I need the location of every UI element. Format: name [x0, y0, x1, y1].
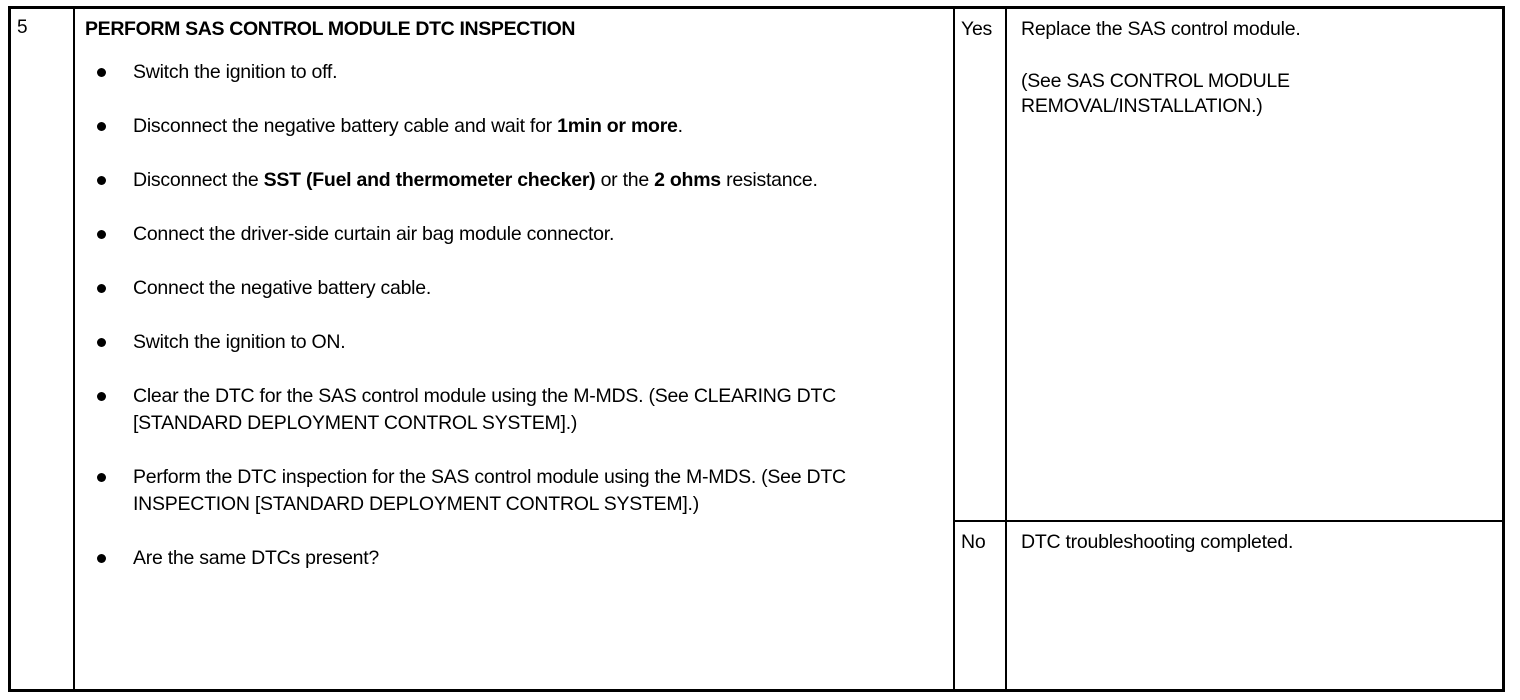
list-item: Connect the driver-side curtain air bag …: [85, 221, 943, 248]
action-reference-yes: (See SAS CONTROL MODULE REMOVAL/INSTALLA…: [1021, 70, 1290, 117]
step-text: Connect the negative battery cable.: [133, 277, 432, 299]
column-divider-answer: [953, 9, 955, 689]
answer-label-no: No: [961, 531, 986, 553]
step-text: Disconnect the negative battery cable an…: [133, 115, 683, 137]
inspection-procedure-cell: PERFORM SAS CONTROL MODULE DTC INSPECTIO…: [75, 9, 953, 689]
bullet-icon: [97, 122, 106, 131]
step-number-cell: 5: [17, 17, 28, 38]
action-text-yes: Replace the SAS control module.: [1021, 18, 1301, 40]
list-item: Perform the DTC inspection for the SAS c…: [85, 464, 943, 518]
bullet-icon: [97, 473, 106, 482]
step-text: Connect the driver-side curtain air bag …: [133, 223, 615, 245]
step-text: Switch the ignition to off.: [133, 61, 338, 83]
list-item: Switch the ignition to off.: [85, 59, 943, 86]
list-item: Disconnect the SST (Fuel and thermometer…: [85, 167, 943, 194]
action-cell-yes: Replace the SAS control module. (See SAS…: [1007, 9, 1502, 119]
list-item: Connect the negative battery cable.: [85, 275, 943, 302]
bullet-icon: [97, 284, 106, 293]
procedure-step-list: Switch the ignition to off. Disconnect t…: [85, 59, 943, 572]
column-divider-action: [1005, 9, 1007, 689]
dtc-troubleshooting-table: 5 PERFORM SAS CONTROL MODULE DTC INSPECT…: [8, 6, 1505, 692]
bullet-icon: [97, 176, 106, 185]
list-item: Switch the ignition to ON.: [85, 329, 943, 356]
column-divider-step: [73, 9, 75, 689]
bullet-icon: [97, 392, 106, 401]
step-text: Are the same DTCs present?: [133, 547, 380, 569]
bullet-icon: [97, 554, 106, 563]
row-divider-yes-no: [953, 520, 1502, 522]
action-text-no: DTC troubleshooting completed.: [1021, 531, 1294, 553]
bullet-icon: [97, 338, 106, 347]
answer-label-yes: Yes: [961, 18, 993, 40]
table-inner: 5 PERFORM SAS CONTROL MODULE DTC INSPECT…: [11, 9, 1502, 689]
step-text: Clear the DTC for the SAS control module…: [133, 385, 836, 434]
step-text: Perform the DTC inspection for the SAS c…: [133, 466, 846, 515]
list-item: Are the same DTCs present?: [85, 545, 943, 572]
action-cell-no: DTC troubleshooting completed.: [1007, 522, 1502, 555]
bullet-icon: [97, 230, 106, 239]
page-title: PERFORM SAS CONTROL MODULE DTC INSPECTIO…: [85, 18, 576, 40]
step-text: Disconnect the SST (Fuel and thermometer…: [133, 169, 818, 191]
list-item: Disconnect the negative battery cable an…: [85, 113, 943, 140]
step-text: Switch the ignition to ON.: [133, 331, 346, 353]
list-item: Clear the DTC for the SAS control module…: [85, 383, 943, 437]
bullet-icon: [97, 68, 106, 77]
